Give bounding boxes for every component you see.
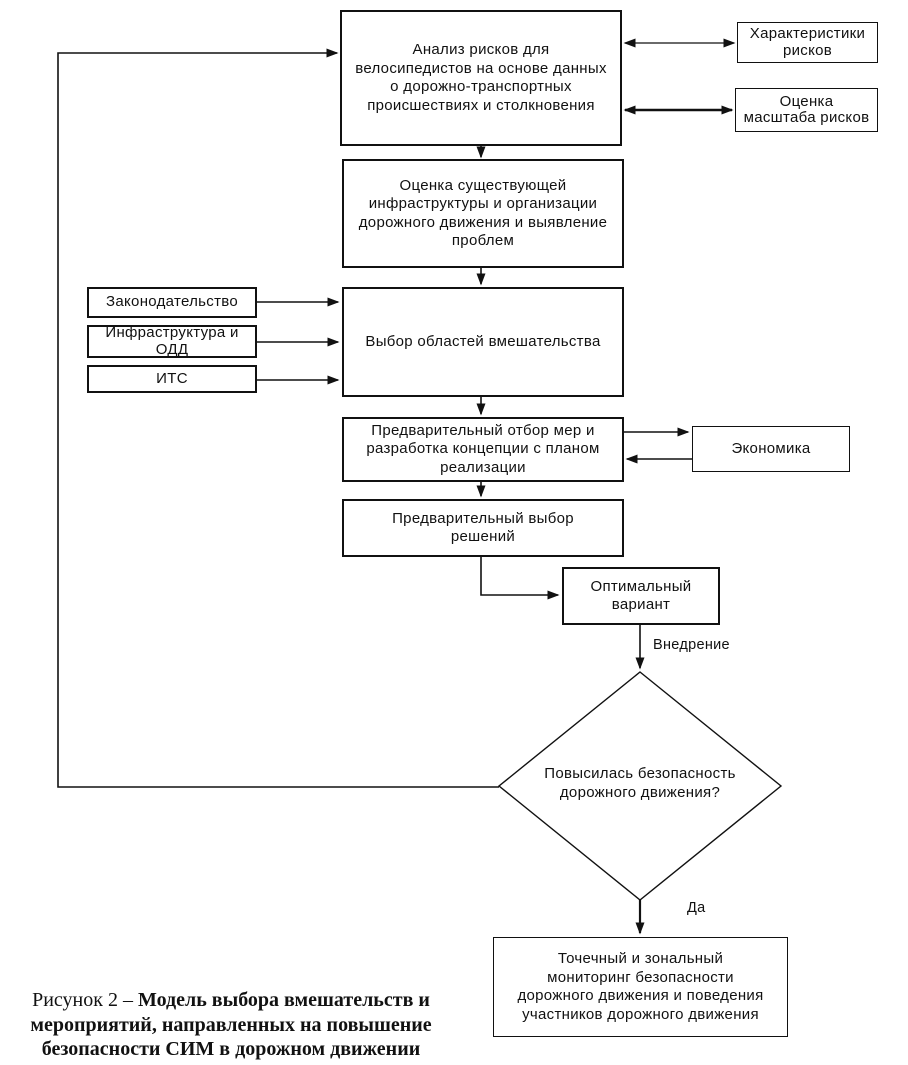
node-text-line: о дорожно-транспортных: [390, 78, 572, 95]
node-intervention-areas: Выбор областей вмешательства: [342, 287, 624, 397]
node-text-line: вариант: [611, 596, 671, 613]
edge-label-yes: Да: [687, 900, 706, 916]
figure-caption: Рисунок 2 – Модель выбора вмешательств и…: [2, 988, 460, 1062]
node-preliminary-measures: Предварительный отбор мер и разработка к…: [342, 417, 624, 482]
decision-diamond-shape: [497, 671, 783, 901]
node-optimal-option: Оптимальный вариант: [562, 567, 720, 625]
node-its: ИТС: [87, 365, 257, 393]
node-economics: Экономика: [692, 426, 850, 472]
node-text-line: дорожного движения?: [559, 784, 721, 801]
node-text-line: ОДД: [155, 340, 189, 358]
node-text-line: Инфраструктура и: [105, 324, 239, 341]
node-text-line: Предварительный выбор: [392, 509, 574, 527]
node-text-line: дорожного движения и выявление: [358, 213, 608, 231]
node-text-line: рисков: [782, 41, 833, 59]
node-text-line: велосипедистов на основе данных: [355, 59, 607, 77]
node-text-line: Законодательство: [106, 293, 238, 311]
node-text-line: происшествиях и столкновения: [367, 96, 595, 114]
node-text-line: Оценка существующей: [399, 176, 567, 194]
node-text-line: Оценка: [779, 92, 834, 110]
edge-feedback-decision-to-analysis: [57, 48, 499, 788]
node-text-line: дорожного движения и поведения: [517, 987, 764, 1004]
node-monitoring: Точечный и зональный мониторинг безопасн…: [493, 937, 788, 1037]
node-decision-safety-improved: Повысилась безопасность дорожного движен…: [505, 764, 775, 802]
node-text-line: Характеристики: [749, 25, 866, 42]
node-preliminary-solutions: Предварительный выбор решений: [342, 499, 624, 557]
node-text-line: Выбор областей вмешательства: [365, 332, 601, 350]
node-text-line: Анализ рисков для: [412, 41, 550, 58]
node-infrastructure-assessment: Оценка существующей инфраструктуры и орг…: [342, 159, 624, 268]
edge-label-implementation: Внедрение: [653, 637, 730, 653]
node-risk-analysis: Анализ рисков для велосипедистов на осно…: [340, 10, 622, 146]
node-infrastructure-odd: Инфраструктура и ОДД: [87, 324, 257, 358]
node-text-line: Точечный и зональный: [557, 950, 724, 967]
node-legislation: Законодательство: [87, 287, 257, 318]
node-text-line: участников дорожного движения: [522, 1005, 759, 1023]
node-text-line: инфраструктуры и организации: [368, 195, 598, 212]
figure-caption-title: Модель выбора вмешательств и мероприятий…: [30, 989, 432, 1060]
node-text-line: разработка концепции с планом: [366, 440, 600, 458]
node-risk-characteristics: Характеристики рисков: [737, 22, 878, 63]
node-text-line: Экономика: [731, 439, 811, 457]
node-text-line: Оптимальный: [590, 577, 692, 595]
node-text-line: Предварительный отбор мер и: [371, 421, 595, 439]
node-text-line: мониторинг безопасности: [547, 968, 734, 986]
node-risk-scale-assessment: Оценка масштаба рисков: [735, 88, 878, 132]
figure-caption-number: Рисунок 2 –: [32, 989, 138, 1011]
node-text-line: реализации: [440, 458, 526, 476]
node-text-line: ИТС: [156, 369, 188, 387]
node-text-line: решений: [450, 528, 516, 545]
node-text-line: проблем: [451, 232, 515, 249]
node-text-line: Повысилась безопасность: [544, 765, 736, 782]
edge-solutions-to-optimal: [480, 557, 560, 600]
node-text-line: масштаба рисков: [743, 109, 870, 126]
